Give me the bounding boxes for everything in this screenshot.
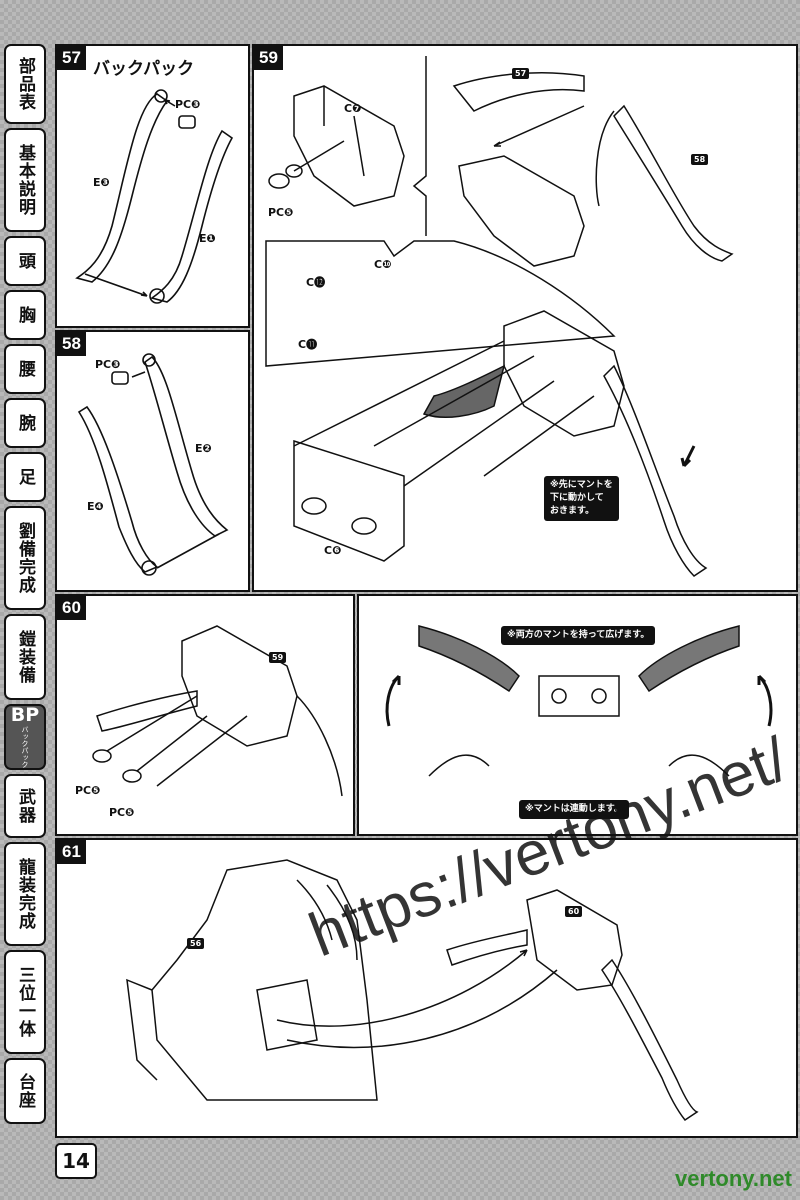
step-number: 57 <box>57 46 86 70</box>
part-label: PC❺ <box>109 806 135 819</box>
step-reference: 59 <box>269 652 287 663</box>
sidebar-tab-chest[interactable]: 胸 <box>4 290 46 340</box>
cape-spread-illustration <box>385 625 773 777</box>
backpack-assembly-illustration <box>265 56 734 577</box>
sidebar-tab-leg[interactable]: 足 <box>4 452 46 502</box>
backpack-attach-illustration <box>126 859 699 1122</box>
step-60-spread-panel: ※両方のマントを持って広げます。 ※マントは連動します。 <box>357 594 798 836</box>
step-59-panel: 59 <box>252 44 798 592</box>
sidebar-tab-arm[interactable]: 腕 <box>4 398 46 448</box>
instruction-note: ※先にマントを 下に動かして おきます。 <box>544 476 619 521</box>
part-label: C⓫ <box>298 338 318 351</box>
step-reference: 58 <box>691 154 709 165</box>
sidebar-tab-parts-list[interactable]: 部品表 <box>4 44 46 124</box>
part-label: C❼ <box>344 102 362 115</box>
instruction-note: ※マントは連動します。 <box>519 800 629 819</box>
part-label: PC❸ <box>95 358 121 371</box>
sidebar-tab-head[interactable]: 頭 <box>4 236 46 286</box>
step-61-panel: 61 56 60 <box>55 838 798 1138</box>
sidebar-tab-ryuso-complete[interactable]: 龍装完成 <box>4 842 46 946</box>
sidebar-tab-waist[interactable]: 腰 <box>4 344 46 394</box>
step-title: バックパック <box>93 59 195 79</box>
step-number: 60 <box>57 596 86 620</box>
step-reference: 60 <box>565 906 583 917</box>
part-label: PC❺ <box>268 206 294 219</box>
step-number: 58 <box>57 332 86 356</box>
part-label: PC❺ <box>75 784 101 797</box>
step-60-panel: 60 59 PC❺ PC❺ <box>55 594 355 836</box>
sidebar-tab-liubei-complete[interactable]: 劉備完成 <box>4 506 46 610</box>
page-number: 14 <box>55 1143 97 1179</box>
backpack-arm-illustration <box>75 89 234 304</box>
sidebar-tab-stand[interactable]: 台座 <box>4 1058 46 1124</box>
watermark-site: vertony.net <box>675 1166 792 1191</box>
step-reference: 56 <box>187 938 205 949</box>
step-58-panel: 58 PC❸ E❷ E❹ <box>55 330 250 592</box>
sidebar-tab-weapon[interactable]: 武器 <box>4 774 46 838</box>
part-label: PC❸ <box>175 98 201 111</box>
part-label: C❻ <box>324 544 342 557</box>
part-label: E❸ <box>93 176 110 189</box>
sidebar-tab-basic-explanation[interactable]: 基本説明 <box>4 128 46 232</box>
backpack-arm-illustration <box>77 353 229 576</box>
step-number: 61 <box>57 840 86 864</box>
part-label: E❷ <box>195 442 212 455</box>
part-label: E❶ <box>199 232 216 245</box>
instruction-note: ※両方のマントを持って広げます。 <box>501 626 656 645</box>
sidebar-tab-trinity[interactable]: 三位一体 <box>4 950 46 1054</box>
part-label: E❹ <box>87 500 104 513</box>
part-label: C⓬ <box>306 276 326 289</box>
step-number: 59 <box>254 46 283 70</box>
sidebar-tab-backpack[interactable]: BP バックパック <box>4 704 46 770</box>
step-reference: 57 <box>512 68 530 79</box>
backpack-pc-parts-illustration <box>92 625 343 797</box>
sidebar-tab-armor[interactable]: 鎧装備 <box>4 614 46 700</box>
step-57-panel: 57 バックパック PC❸ E❸ E❶ <box>55 44 250 328</box>
part-label: C❿ <box>374 258 392 271</box>
